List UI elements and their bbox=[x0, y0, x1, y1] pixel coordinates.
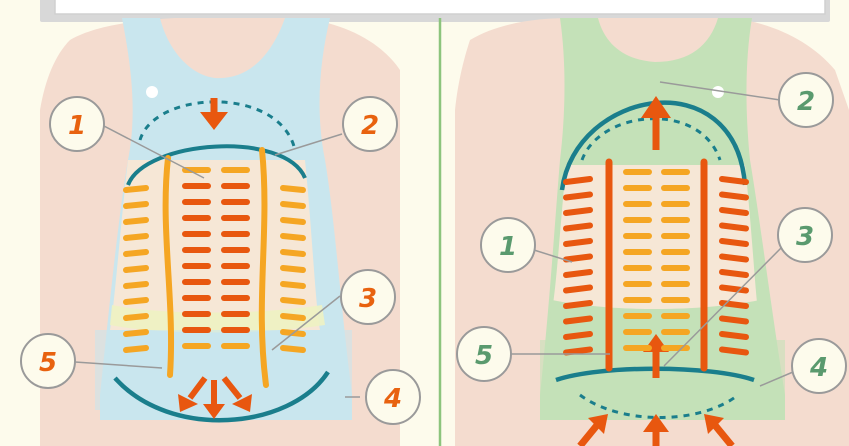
left-oblique-bar bbox=[126, 252, 146, 254]
left-label-3-text: 3 bbox=[359, 284, 377, 314]
right-label-2: 2 bbox=[779, 73, 833, 127]
right-oblique-bar bbox=[722, 226, 746, 229]
left-oblique-bar bbox=[283, 284, 303, 286]
left-oblique-bar bbox=[283, 188, 303, 190]
left-oblique-bar bbox=[126, 348, 146, 350]
right-oblique-bar bbox=[566, 350, 590, 353]
right-label-2-text: 2 bbox=[797, 87, 815, 117]
left-oblique-bar bbox=[126, 300, 146, 302]
left-oblique-bar bbox=[283, 316, 303, 318]
right-oblique-bar bbox=[566, 272, 590, 275]
left-label-1: 1 bbox=[50, 97, 104, 151]
right-label-1: 1 bbox=[481, 218, 535, 272]
right-oblique-bar bbox=[722, 257, 746, 260]
right-label-4: 4 bbox=[792, 339, 846, 393]
right-label-4-text: 4 bbox=[809, 353, 828, 383]
right-label-3: 3 bbox=[778, 208, 832, 262]
left-label-4: 4 bbox=[366, 370, 420, 424]
left-oblique-bar bbox=[283, 220, 303, 222]
right-oblique-bar bbox=[566, 319, 590, 322]
right-oblique-bar bbox=[566, 226, 590, 229]
left-label-5-text: 5 bbox=[39, 348, 57, 378]
right-oblique-bar bbox=[722, 241, 746, 244]
left-label-3: 3 bbox=[341, 270, 395, 324]
right-oblique-bar bbox=[566, 288, 590, 291]
right-label-3-text: 3 bbox=[796, 222, 814, 252]
right-oblique-bar bbox=[722, 272, 746, 275]
left-label-5: 5 bbox=[21, 334, 75, 388]
right-oblique-bar bbox=[566, 195, 590, 198]
left-oblique-bar bbox=[126, 284, 146, 286]
left-oblique-bar bbox=[126, 316, 146, 318]
right-oblique-bar bbox=[722, 319, 746, 322]
left-label-1-text: 1 bbox=[68, 111, 86, 141]
right-oblique-bar bbox=[566, 334, 590, 337]
left-oblique-bar bbox=[126, 332, 146, 334]
right-oblique-bar bbox=[566, 179, 590, 182]
right-label-1-text: 1 bbox=[499, 232, 517, 262]
left-label-2-text: 2 bbox=[361, 111, 379, 141]
left-oblique-bar bbox=[126, 236, 146, 238]
left-oblique-bar bbox=[283, 268, 303, 270]
left-highlight-dot bbox=[146, 86, 158, 98]
right-oblique-bar bbox=[722, 210, 746, 213]
left-oblique-bar bbox=[283, 348, 303, 350]
right-oblique-bar bbox=[566, 210, 590, 213]
right-oblique-bar bbox=[566, 257, 590, 260]
right-oblique-bar bbox=[566, 303, 590, 306]
right-oblique-bar bbox=[722, 195, 746, 198]
left-oblique-bar bbox=[126, 188, 146, 190]
right-label-5-text: 5 bbox=[475, 341, 493, 371]
left-vertical-band bbox=[262, 150, 266, 385]
left-oblique-bar bbox=[126, 268, 146, 270]
left-label-4-text: 4 bbox=[383, 384, 402, 414]
right-oblique-bar bbox=[566, 241, 590, 244]
right-oblique-bar bbox=[722, 334, 746, 337]
left-oblique-bar bbox=[283, 236, 303, 238]
right-oblique-bar bbox=[722, 350, 746, 353]
left-oblique-bar bbox=[283, 300, 303, 302]
left-label-2: 2 bbox=[343, 97, 397, 151]
left-panel bbox=[40, 18, 400, 446]
left-oblique-bar bbox=[283, 252, 303, 254]
left-oblique-bar bbox=[126, 220, 146, 222]
left-oblique-bar bbox=[283, 204, 303, 206]
right-oblique-bar bbox=[722, 179, 746, 182]
right-label-5: 5 bbox=[457, 327, 511, 381]
left-oblique-bar bbox=[126, 204, 146, 206]
left-hem bbox=[95, 330, 352, 410]
